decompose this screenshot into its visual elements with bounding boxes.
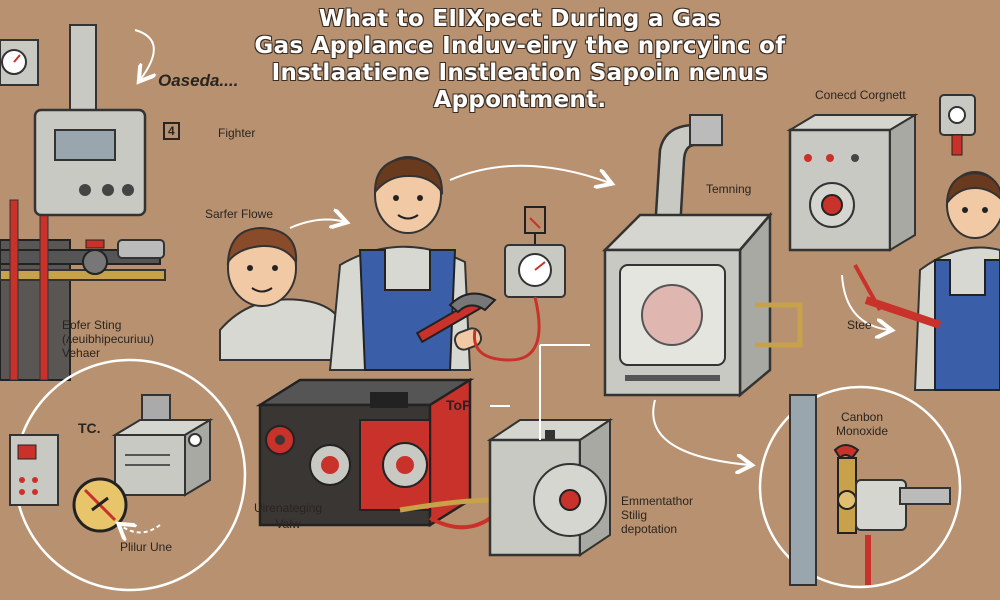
emmentathor-label: Emmentathor bbox=[621, 494, 694, 508]
eofer-sting-sublabel: (ʌeuibhipecuriuu) bbox=[62, 332, 155, 346]
top-label: ToP bbox=[446, 397, 472, 413]
uirenateging-label: Uirenateging bbox=[253, 501, 323, 515]
wall-boiler bbox=[33, 108, 147, 217]
carbon-label: Canbon bbox=[840, 410, 884, 424]
title-line: Appontment. bbox=[433, 87, 607, 113]
furnace bbox=[601, 114, 803, 398]
homeowner-woman bbox=[219, 226, 346, 361]
stee-label: Stee bbox=[847, 318, 872, 332]
temning-label: Temning bbox=[706, 182, 752, 196]
technician-center bbox=[328, 156, 485, 371]
scribble-label: Oasedа.... bbox=[158, 71, 239, 90]
title-line: What to EIIXpect During a Gas bbox=[318, 6, 722, 32]
inset-circle-right bbox=[758, 385, 962, 589]
arrow-icon bbox=[652, 399, 750, 465]
tc-label: TC. bbox=[78, 420, 101, 436]
fighter-label: Fighter bbox=[218, 126, 256, 140]
stilig-label: Stilig bbox=[621, 508, 648, 522]
left-pipes bbox=[0, 24, 166, 381]
connected-label: Conecd Corgnett bbox=[815, 88, 906, 102]
valw-label: Valw bbox=[275, 517, 301, 531]
eofer-sting-label: Eofer Sting bbox=[62, 318, 122, 332]
thermostat-icon bbox=[939, 94, 976, 156]
page-title: What to EIIXpect During a Gas Gas Applan… bbox=[250, 6, 790, 114]
red-control-unit bbox=[255, 377, 502, 530]
gear-icon bbox=[265, 425, 295, 455]
warning-sign-icon bbox=[524, 206, 546, 245]
arrow-icon bbox=[289, 220, 345, 228]
arrow-icon bbox=[449, 164, 610, 183]
valve-box bbox=[486, 418, 614, 557]
gauge-icon bbox=[0, 39, 39, 86]
technician-right bbox=[853, 171, 1000, 391]
inset-circle-left bbox=[9, 358, 247, 592]
title-line: Instlaatiene Instleation Sapoin nenus bbox=[271, 60, 769, 86]
control-box bbox=[786, 113, 919, 252]
arrow-icon bbox=[134, 29, 154, 80]
title-line: Gas Applance Induv-eiry the nрrcyinc of bbox=[254, 33, 786, 59]
vehaer-label: Vehaer bbox=[62, 346, 101, 360]
plur-une-label: Plilur Une bbox=[120, 540, 173, 554]
gas-meter bbox=[472, 244, 566, 362]
fighter-badge: 4 bbox=[163, 122, 180, 140]
safer-flowe-label: Sarfer Flowe bbox=[205, 207, 274, 221]
depotation-label: depotation bbox=[621, 522, 678, 536]
arrow-icon bbox=[120, 525, 161, 533]
wrench-icon bbox=[448, 292, 497, 314]
plug-icon bbox=[72, 477, 128, 533]
monoxide-label: Monoxide bbox=[835, 424, 889, 438]
arrow-icon bbox=[841, 274, 890, 330]
